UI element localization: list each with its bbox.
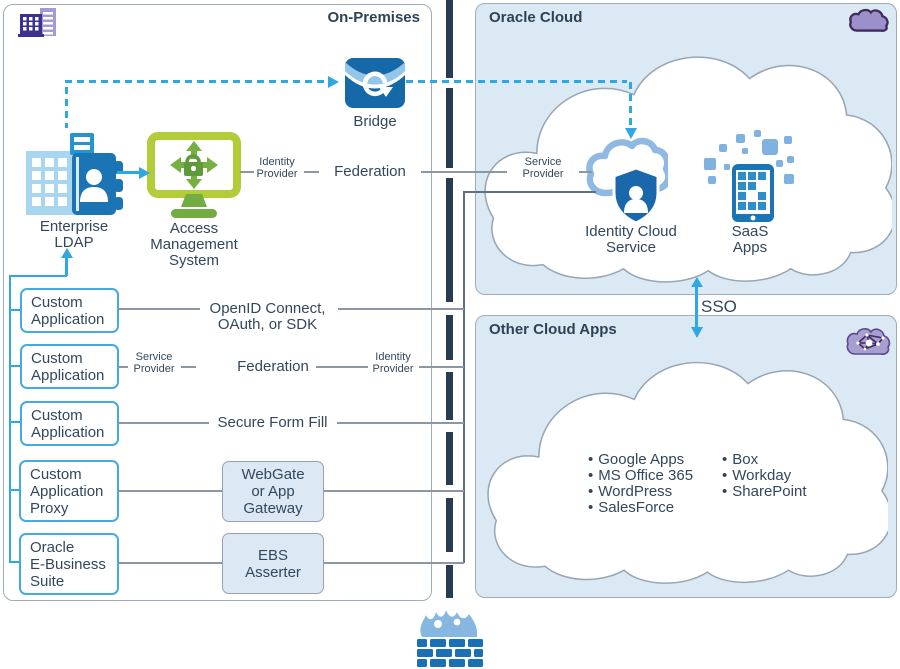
federation-mid-line xyxy=(181,366,196,368)
cloud-apps-list-col1: Google Apps MS Office 365 WordPress Sale… xyxy=(588,452,693,516)
app-bus-line xyxy=(9,275,11,563)
form-fill-line xyxy=(119,422,209,424)
oracle-cloud-icon xyxy=(849,8,889,32)
ldap-to-bridge-dashed-arrow xyxy=(65,80,328,83)
ebs-line xyxy=(324,562,464,564)
bridge-label: Bridge xyxy=(353,113,397,130)
federation-top-label: Federation xyxy=(334,163,406,180)
app-bus-stub xyxy=(9,365,20,367)
arrowhead-icon xyxy=(690,327,703,338)
webgate-line xyxy=(324,490,464,492)
identity-provider-label: Identity Provider xyxy=(372,351,414,375)
firewall-wall-segment xyxy=(446,178,453,302)
app-bus-stub xyxy=(9,309,20,311)
form-fill-line xyxy=(337,422,464,424)
ebs-line xyxy=(119,562,222,564)
federation-top-line xyxy=(304,171,319,173)
bridge-to-ics-dashed-arrow xyxy=(406,80,627,83)
arrowhead-icon xyxy=(624,128,637,139)
other-cloud-apps-title: Other Cloud Apps xyxy=(489,321,617,338)
bridge-icon xyxy=(345,58,405,108)
ldap-to-ams-arrow xyxy=(117,171,141,174)
sso-arrow xyxy=(695,286,698,328)
app-bus-line xyxy=(9,275,67,277)
arrowhead-icon xyxy=(328,75,339,88)
firewall-wall-segment xyxy=(446,498,453,552)
federation-mid-line xyxy=(316,366,368,368)
app-bus-stub xyxy=(9,489,19,491)
federation-mid-line xyxy=(419,366,464,368)
arrowhead-icon xyxy=(60,248,73,258)
service-provider-label: Service Provider xyxy=(133,351,175,375)
ldap-to-bridge-dashed-arrow xyxy=(65,87,68,128)
firewall-wall-segment xyxy=(446,88,453,168)
arrowhead-icon xyxy=(139,166,150,179)
federation-top-line xyxy=(579,171,592,173)
on-premises-title: On-Premises xyxy=(327,9,420,26)
openid-label: OpenID Connect, OAuth, or SDK xyxy=(209,300,326,333)
secure-form-fill-label: Secure Form Fill xyxy=(217,414,328,431)
firewall-wall-segment xyxy=(446,0,453,78)
webgate-line xyxy=(119,490,222,492)
firewall-wall-segment xyxy=(446,315,453,360)
list-item: Workday xyxy=(722,468,806,484)
buildings-icon xyxy=(18,8,56,37)
federation-mid-line xyxy=(119,366,128,368)
identity-cloud-service-icon xyxy=(586,137,668,225)
app-bus-stub xyxy=(9,561,19,563)
list-item: Google Apps xyxy=(588,452,693,468)
list-item: MS Office 365 xyxy=(588,468,693,484)
app-bus-stub xyxy=(9,421,20,423)
openid-line xyxy=(119,308,200,310)
arrowhead-icon xyxy=(690,277,703,287)
app-bus-line xyxy=(65,257,68,276)
list-item: SalesForce xyxy=(588,500,693,516)
access-management-icon xyxy=(147,132,241,218)
bridge-to-ics-dashed-arrow xyxy=(629,82,632,128)
federation-mid-label: Federation xyxy=(237,358,309,375)
oracle-cloud-title: Oracle Cloud xyxy=(489,9,583,26)
list-item: WordPress xyxy=(588,484,693,500)
firewall-wall-segment xyxy=(446,372,453,420)
sso-label: SSO xyxy=(701,297,737,316)
ics-bus-line xyxy=(463,192,465,563)
list-item: Box xyxy=(722,452,806,468)
firewall-icon xyxy=(417,610,483,667)
federation-top-line xyxy=(240,171,254,173)
cloud-apps-list-col2: Box Workday SharePoint xyxy=(722,452,806,500)
other-cloud-apps-network-icon xyxy=(846,328,891,355)
oracle-cloud-shape xyxy=(484,56,892,283)
identity-provider-label: Identity Provider xyxy=(256,156,298,180)
ics-bus-line xyxy=(463,191,596,193)
saas-apps-icon xyxy=(704,130,794,222)
firewall-wall-segment xyxy=(446,565,453,598)
enterprise-ldap-icon xyxy=(26,133,123,215)
list-item: SharePoint xyxy=(722,484,806,500)
service-provider-label: Service Provider xyxy=(522,156,564,180)
federation-top-line xyxy=(421,171,507,173)
openid-line xyxy=(338,308,464,310)
firewall-wall-segment xyxy=(446,432,453,485)
